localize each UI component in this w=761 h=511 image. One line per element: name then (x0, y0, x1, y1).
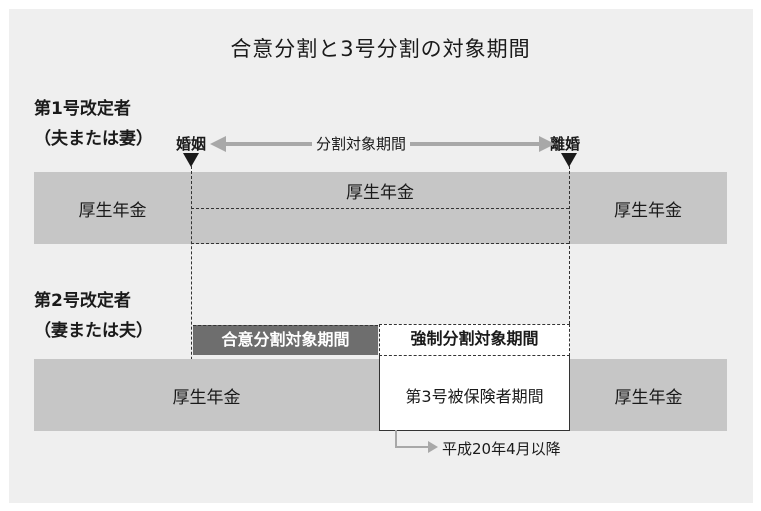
divorce-marker-icon (561, 153, 577, 167)
band2-middle-label: 第3号被保険者期間 (405, 387, 544, 406)
band1-split-line-bottom (191, 243, 569, 244)
date-indicator-arrow (395, 430, 438, 453)
person2-label-line2: （妻または夫） (34, 321, 153, 341)
person2-label: 第2号改定者 （妻または夫） (34, 286, 153, 346)
marriage-guide-line (191, 166, 192, 430)
mandatory-split-header: 強制分割対象期間 (379, 324, 570, 356)
diagram-title: 合意分割と3号分割の対象期間 (230, 37, 531, 61)
person2-label-line1: 第2号改定者 (34, 291, 131, 311)
person1-label: 第1号改定者 （夫または妻） (34, 94, 153, 154)
period-arrow-left-head (210, 136, 226, 152)
marriage-label: 婚姻 (176, 135, 207, 153)
third-insured-period-box (379, 356, 570, 431)
person1-label-line1: 第1号改定者 (34, 99, 131, 119)
date-indicator-label: 平成20年4月以降 (442, 440, 561, 458)
agreement-split-header: 合意分割対象期間 (193, 325, 378, 355)
marriage-marker-icon (183, 153, 199, 167)
band2-right-label: 厚生年金 (614, 388, 683, 408)
divorce-guide-line (569, 166, 570, 324)
band1-right-label: 厚生年金 (614, 201, 682, 221)
person1-label-line2: （夫または妻） (34, 129, 153, 149)
band1-left-label: 厚生年金 (78, 201, 147, 221)
divorce-label: 離婚 (550, 135, 581, 153)
band2-left-label: 厚生年金 (172, 388, 241, 408)
band1-middle-label: 厚生年金 (346, 183, 414, 203)
period-label: 分割対象期間 (312, 133, 411, 154)
period-arrow-right-head (539, 136, 555, 152)
band1-split-line-top (191, 208, 569, 209)
